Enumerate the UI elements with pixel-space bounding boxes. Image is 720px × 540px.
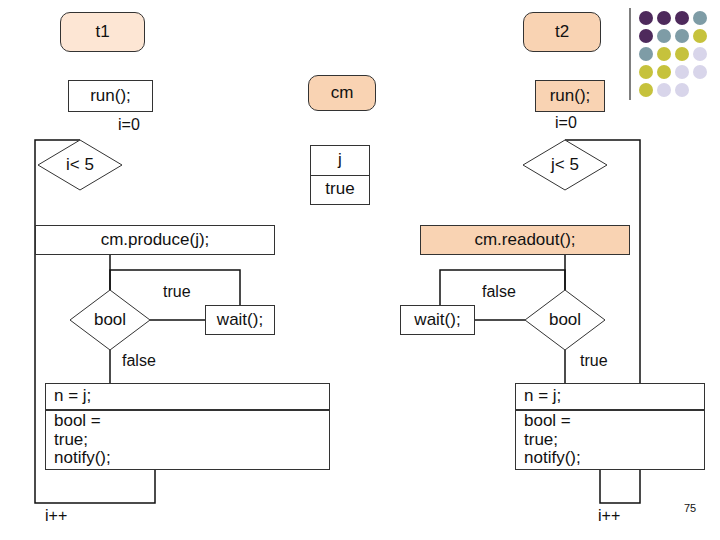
method-box: run(); — [68, 80, 153, 112]
decor-dot — [675, 47, 689, 61]
branch-label: true — [580, 352, 608, 370]
flow-line — [150, 319, 205, 321]
call-box: cm.readout(); — [420, 225, 630, 255]
node-text: bool = true; — [524, 412, 596, 449]
decision-diamond: bool — [525, 290, 605, 350]
decor-dot — [675, 65, 689, 79]
flow-line — [440, 270, 565, 305]
diamond-shape — [38, 140, 122, 190]
decor-dot — [675, 29, 689, 43]
decor-dot — [657, 47, 671, 61]
call-box: cm.produce(j); — [35, 225, 275, 255]
method-box: run(); — [535, 80, 605, 112]
node-text: wait(); — [217, 311, 263, 330]
decision-diamond: bool — [70, 290, 150, 350]
node-text: t2 — [555, 23, 569, 42]
decor-dot — [639, 83, 653, 97]
node-text: j — [311, 146, 369, 176]
flow-line — [109, 350, 111, 383]
thread-box: t1 — [60, 12, 145, 52]
flow-line — [564, 350, 566, 383]
action-box: bool = true;notify(); — [45, 410, 330, 470]
node-text: t1 — [95, 23, 109, 42]
action-box: bool = true;notify(); — [515, 410, 705, 470]
node-text: cm — [331, 84, 354, 103]
decor-dot — [675, 11, 689, 25]
increment-label: i++ — [598, 507, 620, 525]
diamond-shape — [523, 140, 607, 190]
decor-dot — [639, 11, 653, 25]
branch-label: false — [122, 352, 156, 370]
decor-dot — [693, 47, 707, 61]
init-label: i=0 — [555, 114, 577, 132]
wait-box: wait(); — [205, 305, 275, 335]
decor-dot — [639, 65, 653, 79]
condition-text: bool — [549, 311, 581, 330]
decor-dot — [657, 83, 671, 97]
decor-dot — [693, 11, 707, 25]
page-number: 75 — [684, 502, 696, 514]
node-text: run(); — [90, 87, 131, 106]
branch-label: false — [482, 283, 516, 301]
decision-diamond: j< 5 — [523, 140, 607, 190]
condition-text: i< 5 — [65, 156, 95, 175]
decor-dot — [657, 65, 671, 79]
divider-line — [629, 8, 631, 100]
node-text: run(); — [550, 87, 591, 106]
decor-dot — [675, 83, 689, 97]
dot-grid — [639, 11, 707, 97]
diamond-shape — [525, 290, 605, 350]
node-text: cm.produce(j); — [101, 231, 210, 250]
condition-text: j< 5 — [550, 156, 580, 175]
object-box: cm — [308, 75, 376, 111]
decor-dot — [693, 65, 707, 79]
node-text: wait(); — [414, 311, 460, 330]
condition-text: bool — [94, 311, 126, 330]
init-label: i=0 — [118, 116, 140, 134]
node-text: notify(); — [524, 449, 581, 468]
decor-dot — [639, 29, 653, 43]
variable-box: jtrue — [310, 145, 370, 205]
decision-diamond: i< 5 — [38, 140, 122, 190]
assign-box: n = j; — [515, 383, 705, 410]
node-text: true — [311, 176, 369, 205]
node-text: n = j; — [524, 387, 561, 406]
flow-line — [110, 270, 240, 305]
decor-dot — [657, 29, 671, 43]
wait-box: wait(); — [400, 305, 475, 335]
node-text: bool = true; — [54, 412, 126, 449]
node-text: n = j; — [54, 387, 91, 406]
decor-dot — [639, 47, 653, 61]
increment-label: i++ — [45, 507, 67, 525]
decor-dot — [693, 29, 707, 43]
decor-dot — [657, 11, 671, 25]
connector-group — [35, 140, 640, 503]
branch-label: true — [163, 283, 191, 301]
flow-line — [475, 319, 525, 321]
node-text: cm.readout(); — [474, 231, 575, 250]
assign-box: n = j; — [45, 383, 330, 410]
thread-box: t2 — [523, 12, 601, 52]
diamond-shape — [70, 290, 150, 350]
node-text: notify(); — [54, 449, 111, 468]
